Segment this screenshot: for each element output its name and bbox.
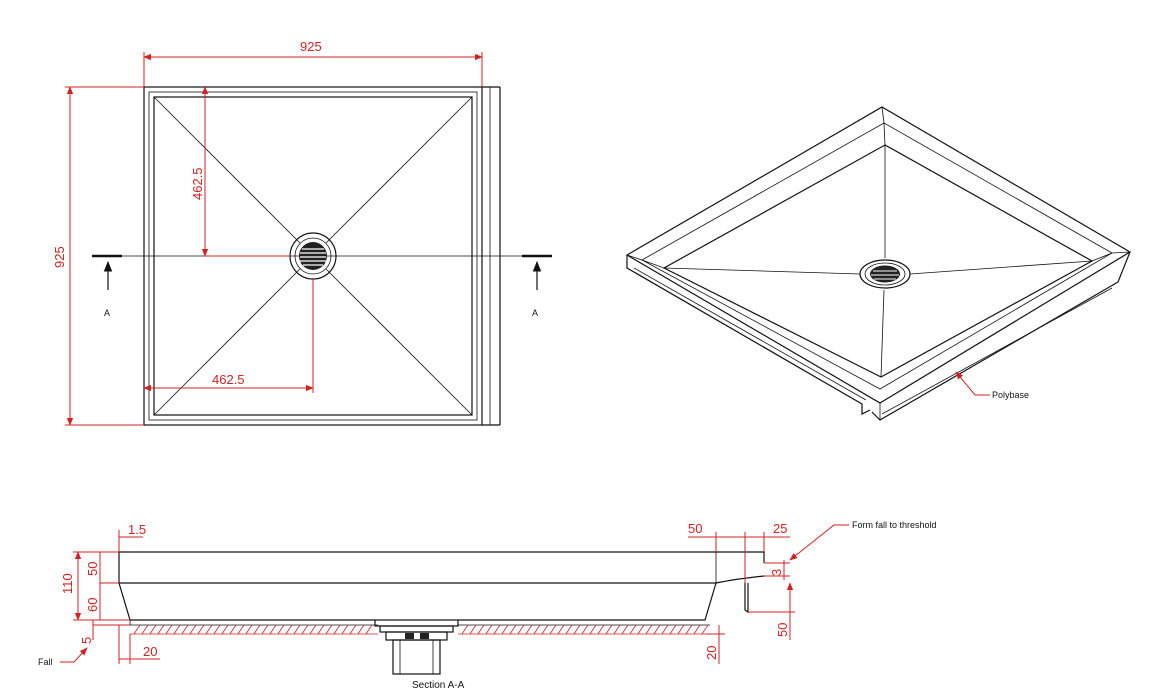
polybase-label: Polybase [992,390,1029,400]
fall-label: Fall [38,657,53,667]
fall-line-bl [153,268,301,416]
iso-lip [641,122,1113,390]
dim-left-base: 20 [143,644,157,659]
dim-half-vertical: 462.5 [190,167,205,200]
fall-line-tl [153,96,301,244]
dim-total-height: 110 [60,573,75,594]
section-hatch [130,624,712,635]
dim-right-50: 50 [775,623,790,637]
iso-drain-icon [859,259,911,289]
dim-fall: 5 [79,637,94,644]
dim-right-20: 20 [704,646,719,660]
threshold-curve [715,575,765,584]
iso-outer-rim [625,106,1132,404]
section-marker-right: A [532,308,538,318]
dim-fall-3: 3 [769,569,784,576]
dim-width: 925 [300,39,322,54]
fall-line-br [325,268,473,416]
plan-view: A A 925 925 462.5 462.5 [52,39,552,426]
section-left-wall [118,582,375,621]
section-title: Section A-A [412,680,465,691]
iso-front-right-face [871,251,1131,421]
dim-threshold-50: 50 [688,521,702,536]
form-fall-label: Form fall to threshold [852,520,937,530]
dim-height: 925 [52,246,67,268]
waste-outlet-icon [374,619,459,675]
fall-line-tr [325,96,473,244]
section-top-edge [119,551,765,563]
form-fall-leader [789,524,849,561]
dim-half-horizontal: 462.5 [212,372,245,387]
dim-upper-height: 50 [85,562,100,576]
dim-lip-width: 1.5 [128,522,146,537]
dim-lower-height: 60 [85,598,100,612]
isometric-view: Polybase [625,106,1132,421]
iso-front-left-face [626,255,871,415]
polybase-leader [955,371,990,396]
fall-leader [60,647,88,663]
section-right-wall [458,582,717,621]
dim-threshold-25: 25 [773,521,787,536]
section-marker-left: A [104,308,110,318]
section-view: Section A-A 1.5 110 50 60 5 Fall 20 50 2… [38,520,937,691]
